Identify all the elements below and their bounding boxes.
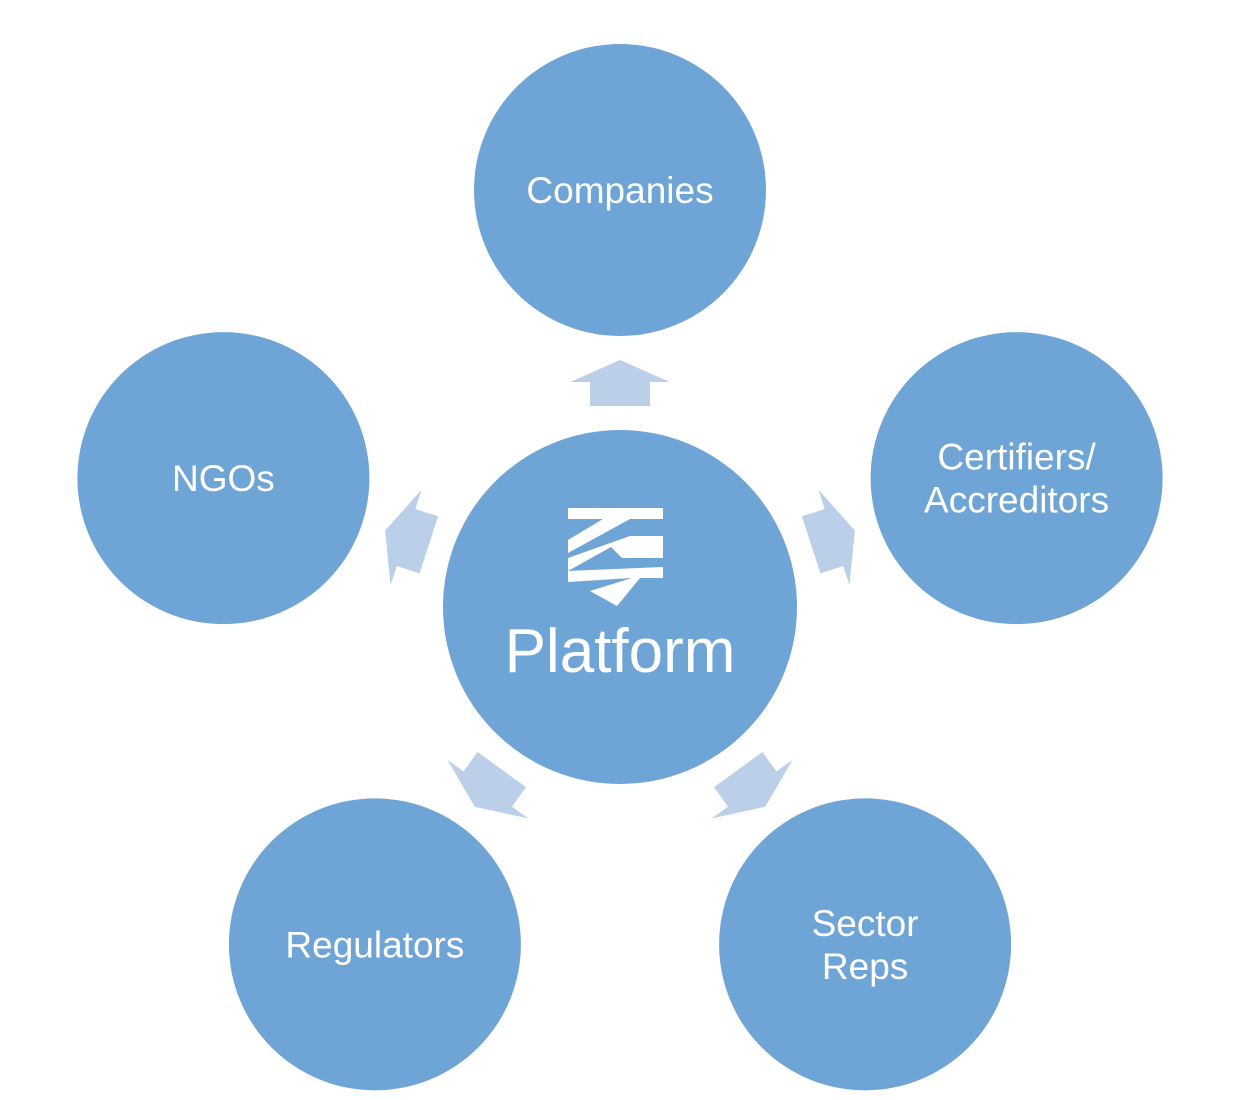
center-circle xyxy=(443,430,797,784)
node-circle xyxy=(77,332,370,625)
node-certifiers: Certifiers/Accreditors xyxy=(870,332,1163,625)
node-companies: Companies xyxy=(474,44,766,336)
arrow-regulators xyxy=(447,751,529,819)
node-label: NGOs xyxy=(172,458,275,499)
platform-logo-icon xyxy=(568,508,663,606)
center-label: Platform xyxy=(505,617,736,686)
node-regulators: Regulators xyxy=(228,798,521,1091)
arrow-ngos xyxy=(385,489,439,586)
node-label: Accreditors xyxy=(924,480,1109,521)
node-label: Companies xyxy=(526,170,713,211)
arrow-certifiers xyxy=(801,489,855,586)
node-label: Reps xyxy=(822,946,908,987)
arrow-sector-reps xyxy=(711,751,793,819)
center-node: Platform xyxy=(443,430,797,784)
node-circle xyxy=(719,798,1012,1091)
node-circle xyxy=(474,44,766,336)
node-label: Certifiers/ xyxy=(937,437,1096,478)
node-ngos: NGOs xyxy=(77,332,370,625)
node-circle xyxy=(228,798,521,1091)
node-label: Regulators xyxy=(285,924,464,965)
node-label: Sector xyxy=(812,903,919,944)
node-circle xyxy=(870,332,1163,625)
arrow-companies xyxy=(570,360,670,406)
